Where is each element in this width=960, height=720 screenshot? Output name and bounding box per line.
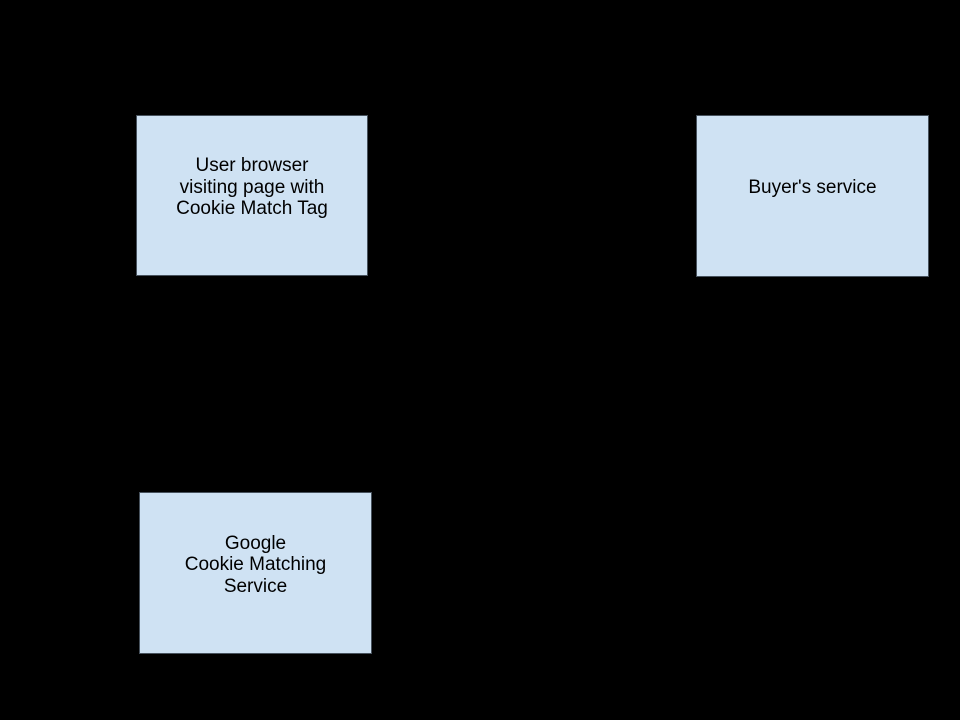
node-label-line: Buyer's service (748, 177, 877, 199)
node-label-line: visiting page with (179, 176, 325, 198)
node-label-line: Service (223, 575, 288, 597)
node-label-line: User browser (195, 155, 309, 177)
node-label-line: Cookie Match Tag (176, 198, 328, 220)
node-user-browser: User browser visiting page with Cookie M… (136, 115, 368, 276)
node-label-line: Cookie Matching (184, 554, 327, 576)
node-google-cookie-matching-service-label: Google Cookie Matching Service (185, 533, 327, 598)
node-buyers-service-label: Buyer's service (748, 177, 876, 199)
node-buyers-service: Buyer's service (696, 115, 929, 277)
node-label-line: Google (224, 532, 287, 554)
node-user-browser-label: User browser visiting page with Cookie M… (176, 155, 328, 220)
node-google-cookie-matching-service: Google Cookie Matching Service (139, 492, 372, 654)
